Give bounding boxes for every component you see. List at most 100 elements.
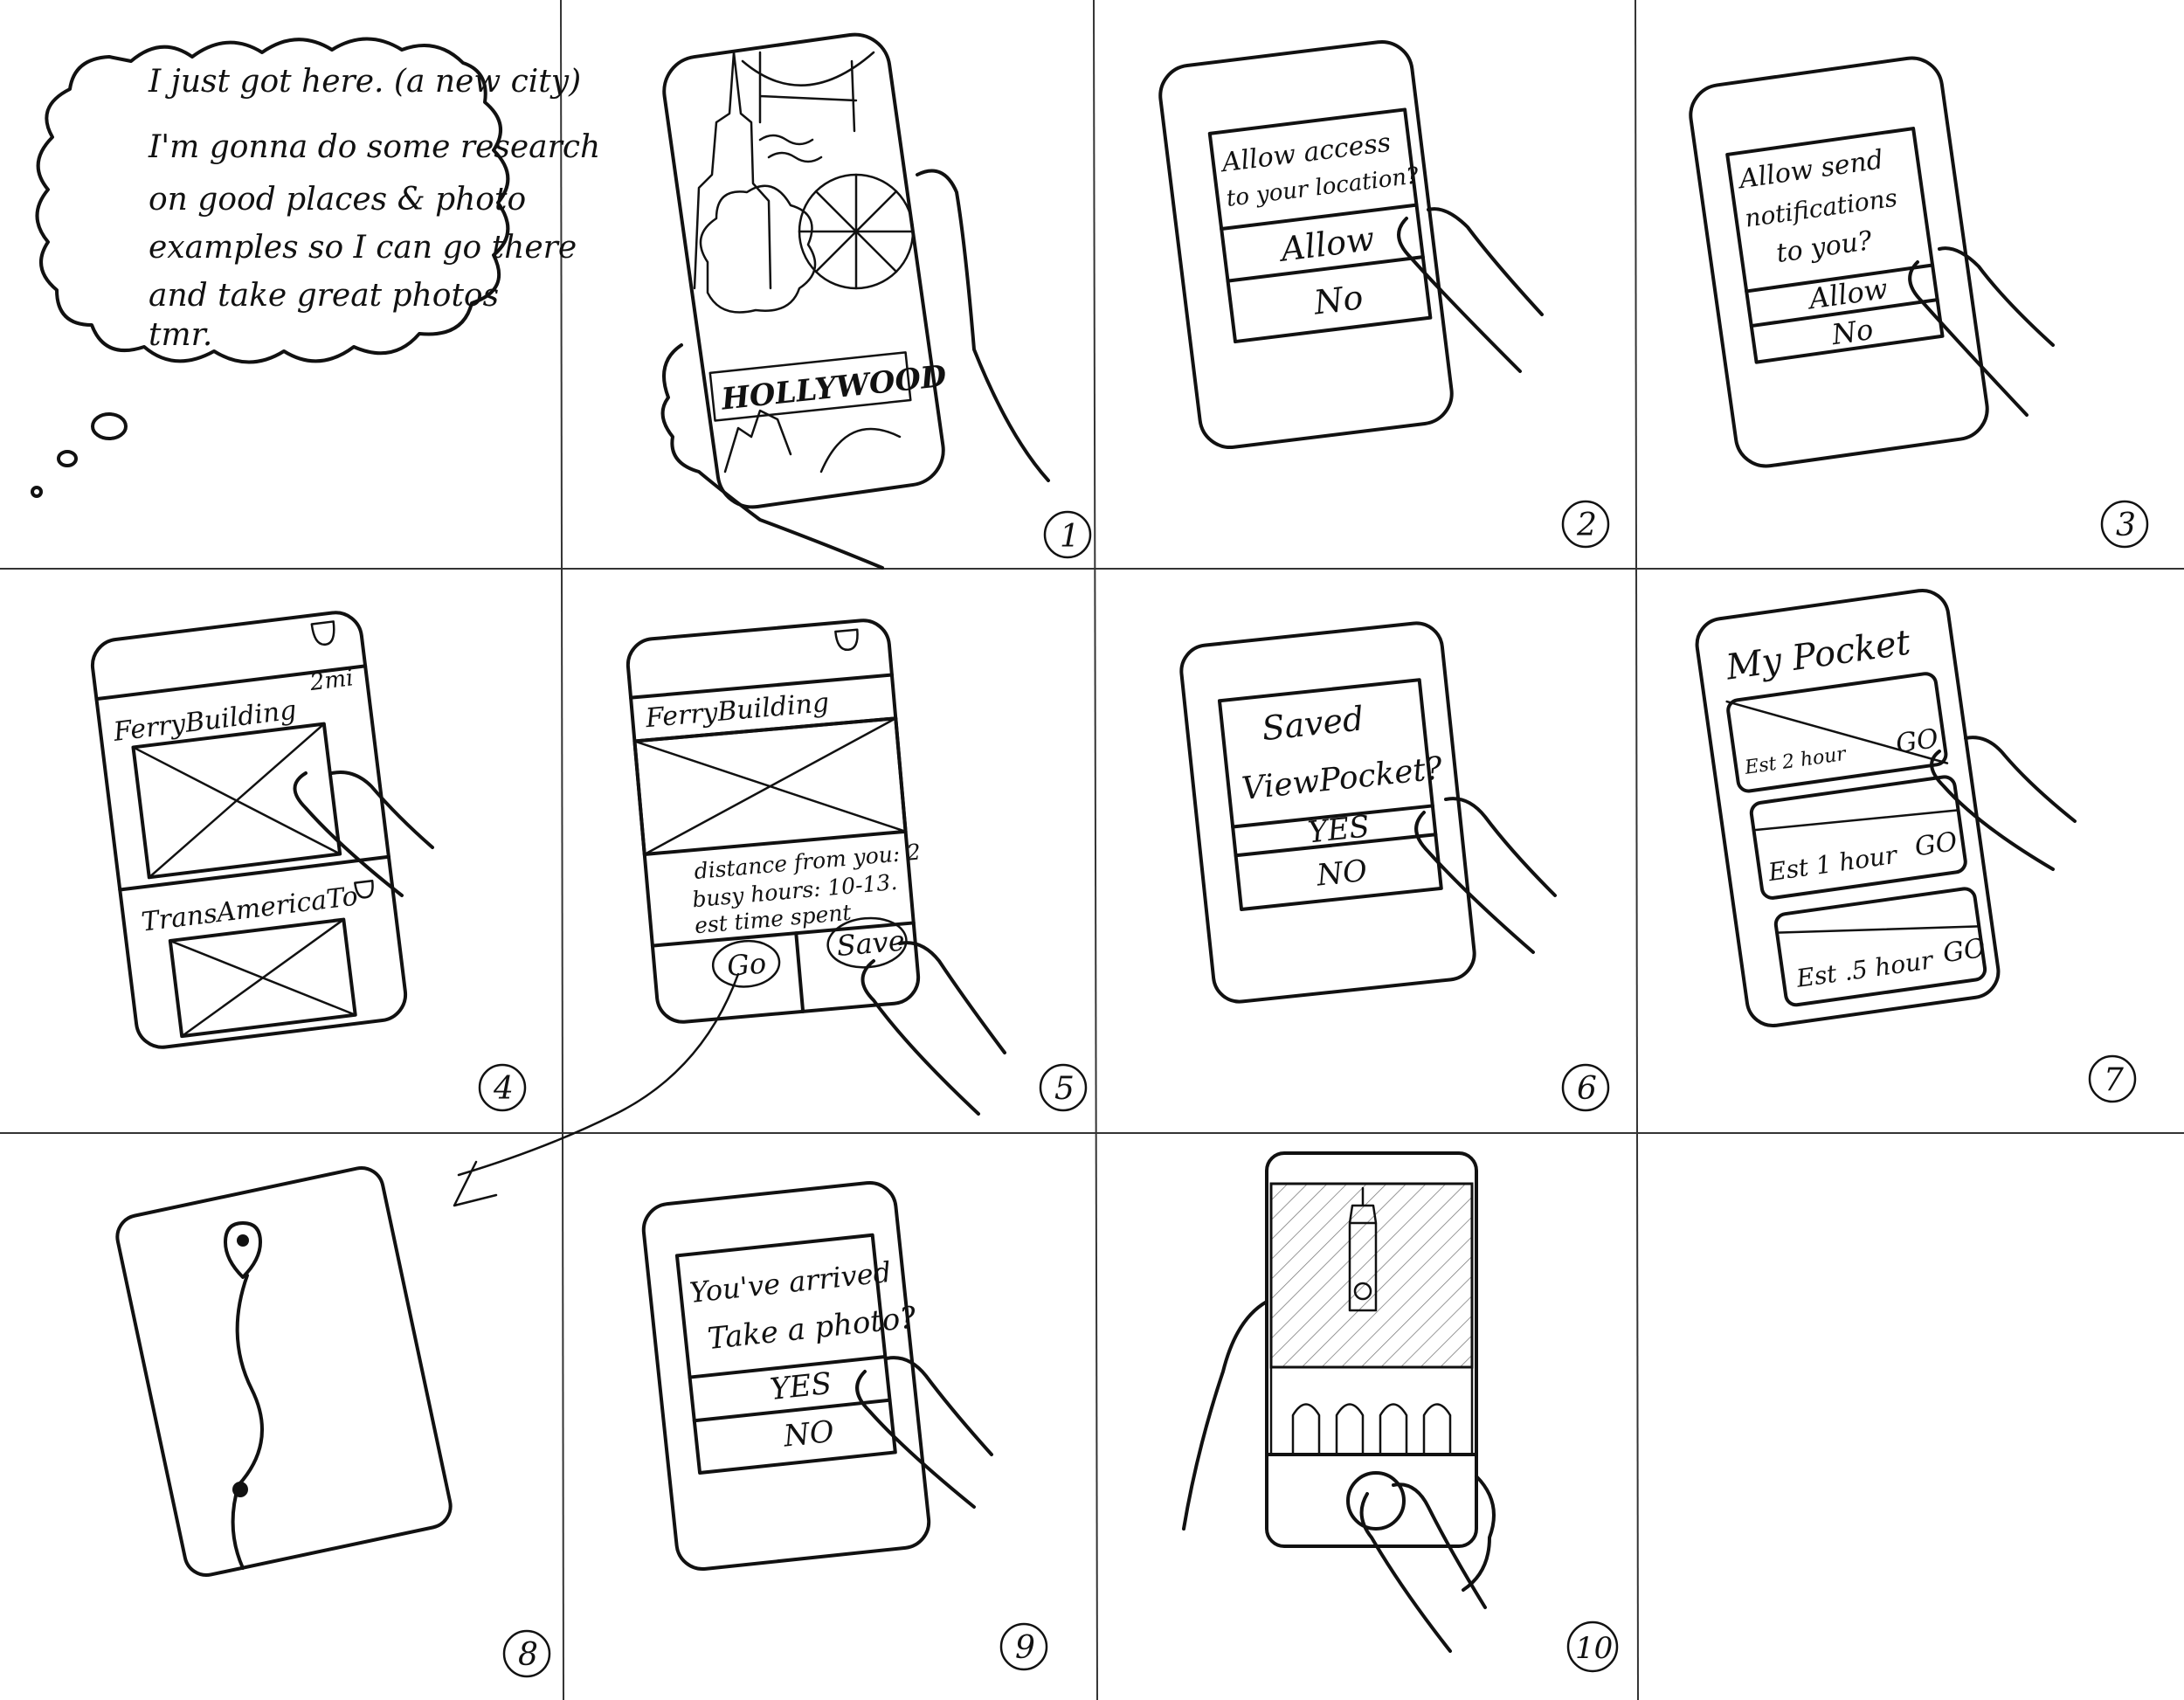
panel-2: Allow access to your location? Allow No … (1158, 39, 1610, 549)
phone-3 (1689, 56, 1989, 468)
panel-number-6-circle (1561, 1063, 1610, 1112)
location-dialog (1207, 107, 1433, 344)
pocket-item-3-est: Est .5 hour (1794, 945, 1936, 993)
pocket-item-2-go[interactable]: GO (1913, 826, 1959, 862)
pocket-item-2[interactable] (1749, 775, 1967, 900)
arrival-message-line-1: You've arrived (688, 1255, 892, 1310)
pocket-item-1-est: Est 2 hour (1743, 743, 1849, 779)
pocket-item-1-go[interactable]: GO (1894, 723, 1940, 759)
phone-2 (1158, 39, 1454, 450)
panel-8: 8 (115, 1166, 551, 1678)
pocket-icon[interactable] (834, 628, 859, 651)
view-pocket-no-button[interactable]: NO (1314, 853, 1369, 894)
thought-dot-medium (57, 450, 78, 467)
phone-7 (1695, 588, 2001, 1028)
hand-holding-phone-10 (1182, 1300, 1496, 1592)
notification-prompt-line-3: to you? (1774, 225, 1875, 269)
panel-number-1: 1 (1060, 519, 1080, 555)
ferry-building-image-placeholder[interactable] (131, 722, 342, 880)
water-waves-drawing (758, 134, 823, 163)
panel-number-3-circle (2100, 500, 2149, 549)
arrival-message-line-2: Take a photo? (706, 1300, 918, 1357)
golden-gate-bridge-drawing (741, 51, 875, 133)
thought-line-6: tmr. (149, 317, 212, 353)
go-button[interactable]: Go (726, 946, 768, 983)
panel-3: Allow send notifications to you? Allow N… (1689, 56, 2149, 549)
panel-number-2: 2 (1576, 508, 1597, 543)
panel-5: FerryBuilding distance from you: 2 busy … (453, 618, 1088, 1207)
trees-drawing (699, 184, 817, 314)
panel-number-2-circle (1561, 500, 1610, 549)
panel-number-4: 4 (493, 1071, 514, 1107)
deny-notifications-button[interactable]: No (1828, 313, 1875, 351)
shutter-button[interactable] (1346, 1471, 1406, 1531)
thought-dot-small (31, 486, 43, 498)
transamerica-image-placeholder[interactable] (168, 917, 357, 1039)
take-photo-yes-button[interactable]: YES (768, 1366, 833, 1407)
finger-tap-2 (1397, 207, 1544, 373)
finger-tap-6 (1414, 797, 1557, 954)
allow-location-button[interactable]: Allow (1276, 219, 1377, 269)
panel-number-5-circle (1039, 1063, 1088, 1112)
thought-dot-large (91, 412, 128, 440)
finger-tap-5 (860, 941, 1006, 1116)
phone-8 (115, 1166, 453, 1577)
empire-state-building-drawing (693, 51, 772, 290)
ferry-building-tower-drawing (1348, 1186, 1378, 1312)
phone-10 (1265, 1151, 1478, 1548)
finger-tap-3 (1908, 246, 2055, 417)
pocket-item-3-go[interactable]: GO (1941, 933, 1987, 969)
thought-line-3: on good places & photo (149, 182, 526, 218)
go-to-map-arrow (453, 972, 740, 1207)
panel-number-8: 8 (518, 1637, 538, 1673)
panel-number-4-circle (478, 1063, 527, 1112)
panel-number-7: 7 (2104, 1062, 2124, 1098)
finger-tap-10 (1359, 1482, 1487, 1653)
deny-location-button[interactable]: No (1311, 278, 1365, 322)
hand-holding-phone (660, 169, 1050, 570)
save-button[interactable]: Save (835, 923, 906, 963)
destination-pin-icon (224, 1221, 262, 1279)
panel-10: 10 (1182, 1151, 1619, 1673)
ferry-building-facade-drawing (1269, 1365, 1474, 1456)
pocket-item-2-est: Est 1 hour (1766, 840, 1900, 888)
panel-intro: I just got here. (a new city) I'm gonna … (31, 37, 600, 498)
panel-number-5: 5 (1054, 1071, 1075, 1107)
panel-number-1-circle (1043, 510, 1092, 559)
saved-dialog (1217, 678, 1443, 911)
phone-4 (90, 611, 408, 1049)
phone-collage (662, 32, 945, 509)
pocket-item-3[interactable] (1773, 887, 1987, 1007)
place-image-placeholder (632, 716, 908, 856)
panel-number-7-circle (2088, 1054, 2137, 1103)
take-photo-no-button[interactable]: NO (781, 1414, 836, 1455)
arrival-dialog (674, 1233, 897, 1475)
finger-tap-9 (855, 1356, 993, 1509)
thought-line-5: and take great photos (149, 278, 499, 314)
panel-number-9-circle (999, 1622, 1048, 1671)
panel-4: FerryBuilding 2mi TransAmericaTo 4 (90, 611, 527, 1112)
panel-number-10-circle (1566, 1621, 1619, 1673)
saved-message-line-2: ViewPocket? (1241, 750, 1445, 807)
notification-dialog (1725, 127, 1945, 364)
view-pocket-yes-button[interactable]: YES (1306, 809, 1371, 850)
pocket-icon-small[interactable] (354, 879, 374, 899)
panel-7: My Pocket Est 2 hour GO Est 1 hour GO Es… (1695, 588, 2137, 1103)
panel-6: Saved ViewPocket? YES NO 6 (1179, 621, 1610, 1112)
panel-number-9: 9 (1015, 1630, 1035, 1666)
facade-arches (1291, 1403, 1452, 1456)
pocket-item-1[interactable] (1726, 672, 1948, 793)
tower-clock-drawing (1353, 1282, 1372, 1301)
finger-tap-7 (1930, 736, 2077, 871)
thought-cloud (35, 37, 510, 364)
camera-viewfinder (1269, 1182, 1474, 1369)
ferry-building-distance: 2mi (308, 665, 355, 696)
panel-number-10: 10 (1575, 1631, 1613, 1666)
pocket-icon[interactable] (310, 620, 336, 646)
hollywood-sign-box (708, 351, 912, 422)
go-button-outline[interactable] (711, 938, 781, 989)
ferris-wheel-spokes (798, 173, 915, 290)
thought-line-2: I'm gonna do some research (148, 129, 600, 165)
